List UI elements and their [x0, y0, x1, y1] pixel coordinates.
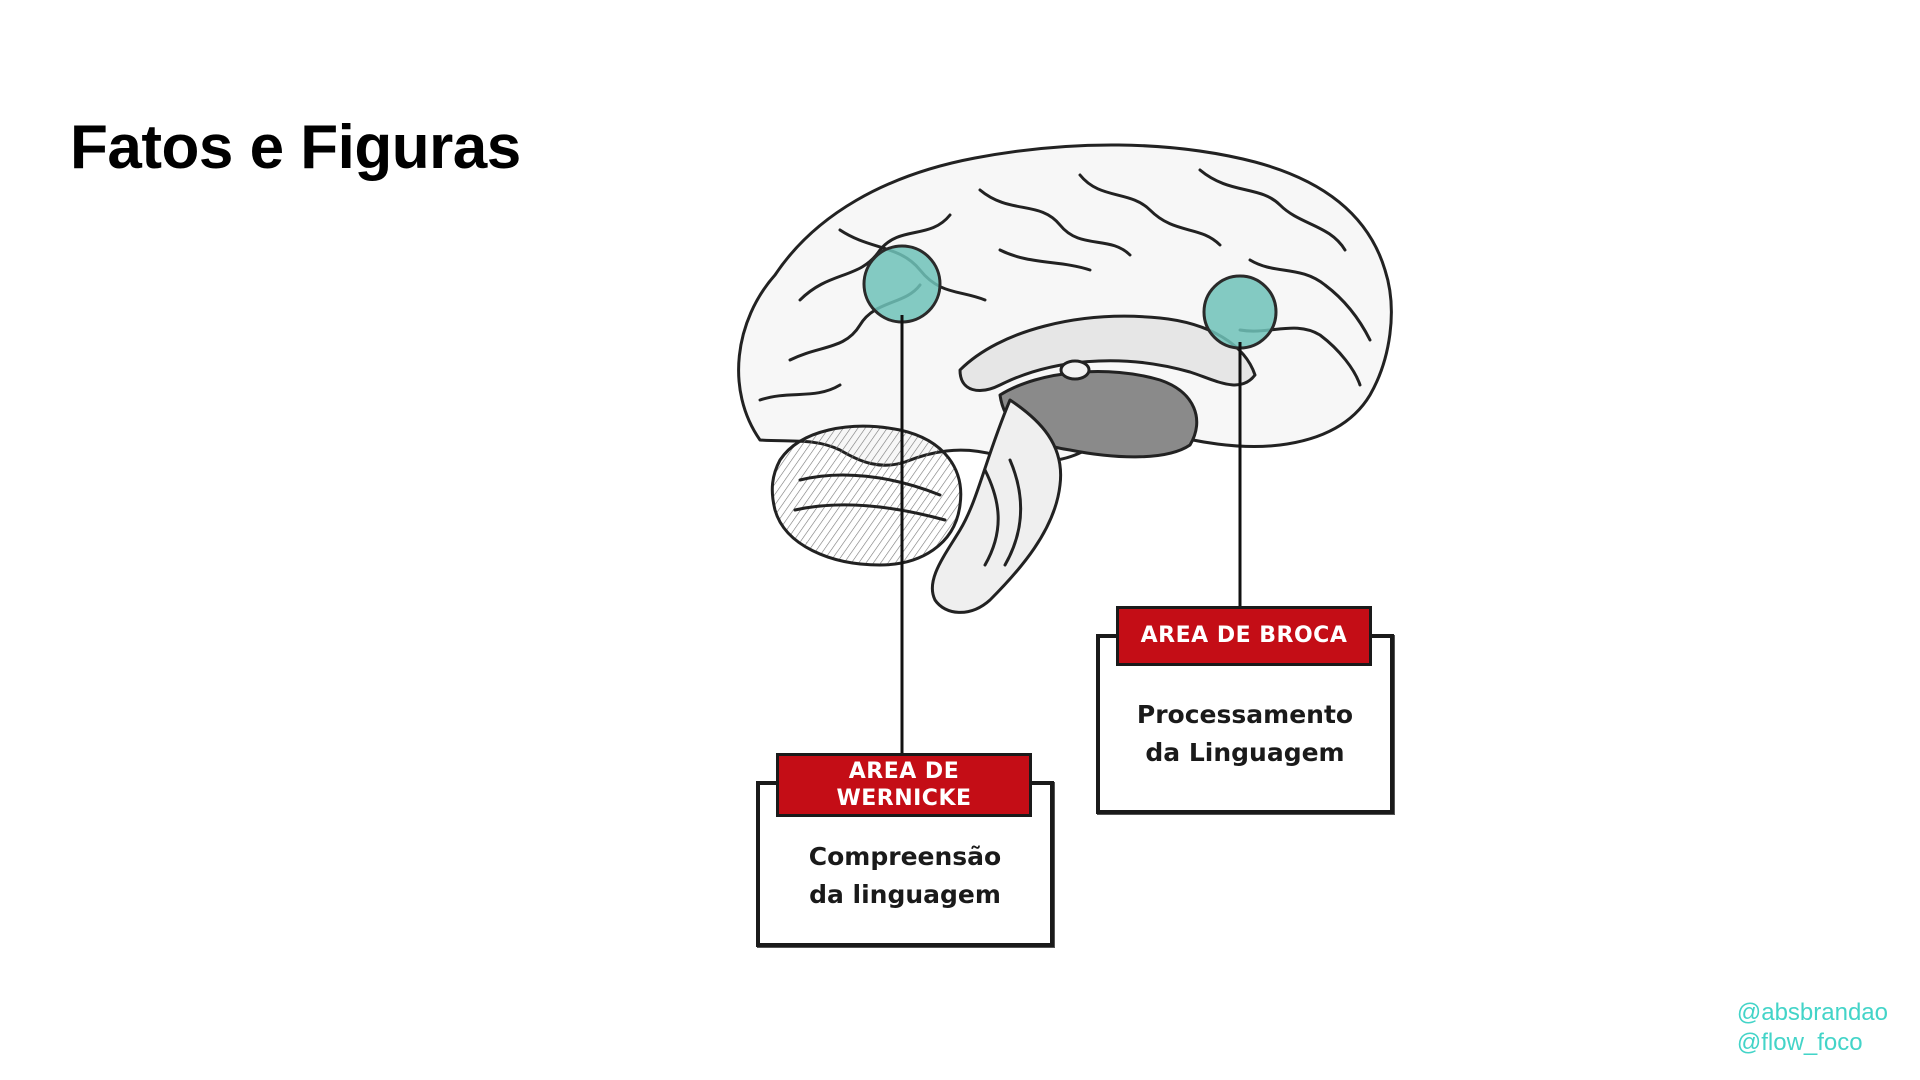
wernicke-marker: [862, 244, 942, 324]
cerebellum: [770, 424, 963, 567]
broca-label-body: Processamento da Linguagem: [1100, 696, 1390, 772]
wernicke-header-line2: WERNICKE: [836, 786, 972, 811]
handle-flow-foco: @flow_foco: [1736, 1029, 1863, 1056]
broca-body-line1: Processamento: [1136, 700, 1354, 729]
page-title: Fatos e Figuras: [70, 113, 521, 182]
broca-body-line2: da Linguagem: [1145, 738, 1345, 767]
wernicke-body-line2: da linguagem: [809, 880, 1001, 909]
broca-marker: [1202, 274, 1278, 350]
social-handles: @absbrandao @flow_foco: [1737, 998, 1888, 1058]
broca-header-text: AREA DE BROCA: [1140, 623, 1348, 648]
brain-illustration: [737, 143, 1393, 614]
corpus-callosum: [958, 314, 1257, 392]
wernicke-label-body: Compreensão da linguagem: [760, 838, 1050, 914]
wernicke-label-header: AREA DE WERNICKE: [776, 753, 1032, 817]
broca-label-header: AREA DE BROCA: [1116, 606, 1372, 666]
wernicke-header-line1: AREA DE: [848, 759, 960, 784]
handle-absbrandao: @absbrandao: [1736, 999, 1888, 1026]
wernicke-body-line1: Compreensão: [808, 842, 1002, 871]
